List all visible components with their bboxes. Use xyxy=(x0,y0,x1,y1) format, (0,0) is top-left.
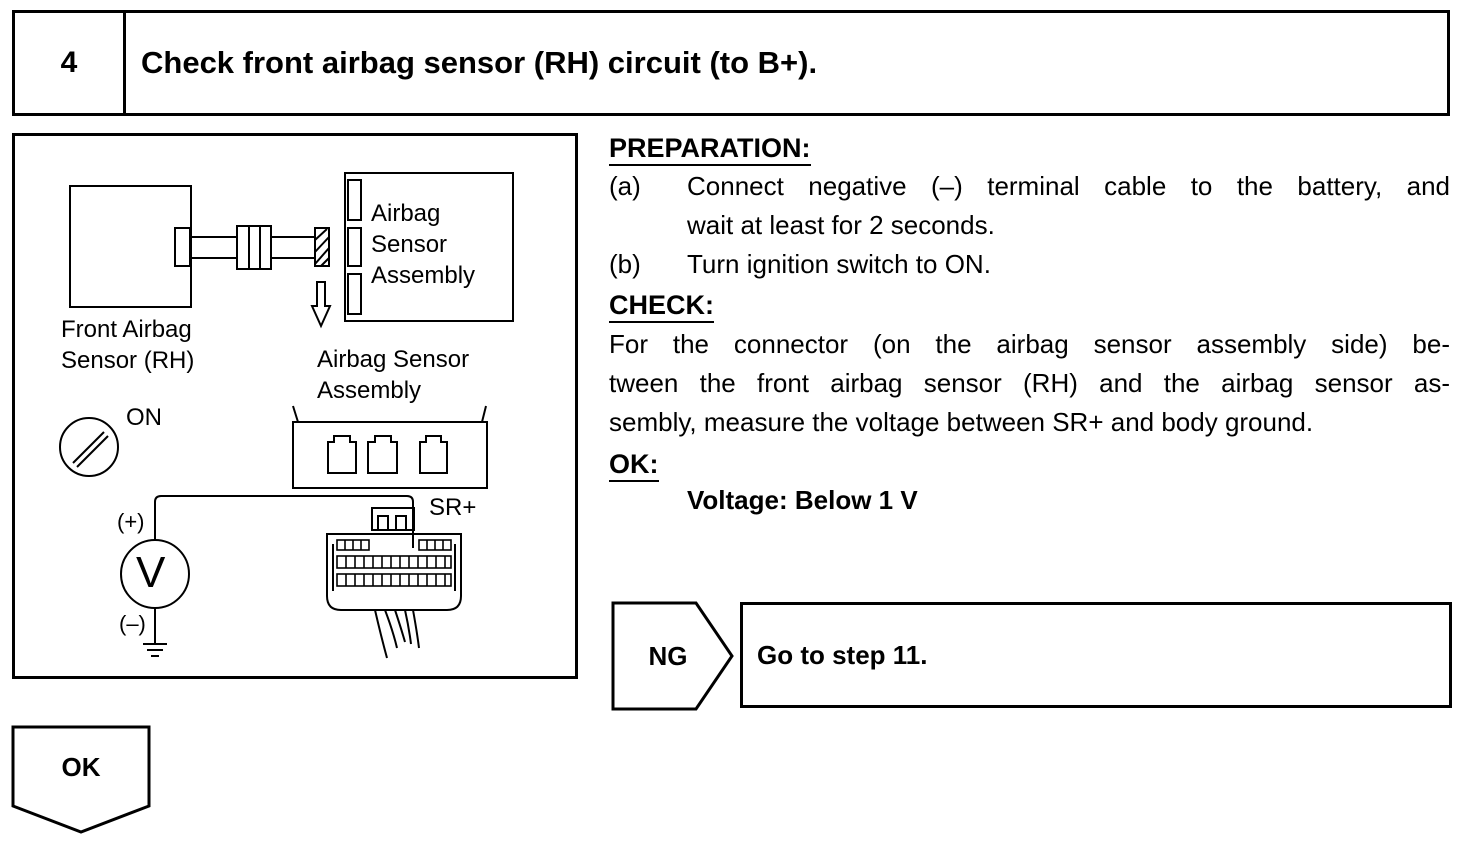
front-sensor-label-line2: Sensor (RH) xyxy=(61,347,195,374)
figure-illustration: Front Airbag Sensor (RH) Airbag Sensor A… xyxy=(12,133,578,679)
wiring-diagram xyxy=(59,172,514,659)
ng-arrow-shape xyxy=(611,601,734,711)
front-sensor-label-line1: Front Airbag xyxy=(61,316,192,343)
ng-action-text: Go to step 11. xyxy=(757,639,928,670)
step-header: 4 Check front airbag sensor (RH) circuit… xyxy=(12,10,1450,116)
prep-step-a-line2: wait at least for 2 seconds. xyxy=(687,210,995,240)
disconnect-arrow-icon xyxy=(310,281,332,329)
connector-face xyxy=(292,421,488,489)
sr-plus-terminal-label: SR+ xyxy=(429,494,477,521)
prep-step-b-line1: Turn ignition switch to ON. xyxy=(687,249,991,279)
assembly-inner-label-line3: Assembly xyxy=(371,262,476,289)
airbag-sensor-assembly-body xyxy=(344,172,514,322)
ok-arrow-shape xyxy=(11,725,151,834)
check-line3: sembly, measure the voltage between SR+ … xyxy=(609,407,1314,437)
probe-minus-label: (–) xyxy=(119,611,146,636)
probe-lead-positive xyxy=(154,495,414,548)
assembly-outer-label-line1: Airbag Sensor xyxy=(317,346,470,373)
prep-step-b-marker: (b) xyxy=(609,249,641,279)
step-number: 4 xyxy=(15,13,126,113)
probe-plus-label: (+) xyxy=(117,509,145,534)
ng-action-box: Go to step 11. xyxy=(740,602,1452,708)
ok-heading: OK: xyxy=(609,449,659,482)
ng-label: NG xyxy=(648,640,688,671)
prep-step-a-line1: Connect negative (–) terminal cable to t… xyxy=(687,171,1450,201)
assembly-inner-label-line1: Airbag xyxy=(371,200,441,227)
prep-step-a-marker: (a) xyxy=(609,171,641,201)
ignition-on-label: ON xyxy=(126,404,162,431)
assembly-outer-label-line2: Assembly xyxy=(317,377,422,404)
voltmeter-symbol: V xyxy=(136,548,166,597)
assembly-inner-label-line2: Sensor xyxy=(371,231,448,258)
ok-spec: Voltage: Below 1 V xyxy=(687,485,918,515)
sensor-plug xyxy=(174,227,191,267)
check-line1: For the connector (on the airbag sensor … xyxy=(609,329,1450,359)
ignition-switch-icon xyxy=(59,417,119,477)
ground-icon xyxy=(143,643,167,657)
front-airbag-sensor-body xyxy=(69,185,192,308)
check-line2: tween the front airbag sensor (RH) and t… xyxy=(609,368,1450,398)
check-heading: CHECK: xyxy=(609,290,714,323)
ok-label: OK xyxy=(61,751,101,782)
step-title: Check front airbag sensor (RH) circuit (… xyxy=(141,45,818,80)
preparation-heading: PREPARATION: xyxy=(609,133,811,166)
harness-coupler xyxy=(236,225,272,270)
harness-connector xyxy=(326,533,462,611)
